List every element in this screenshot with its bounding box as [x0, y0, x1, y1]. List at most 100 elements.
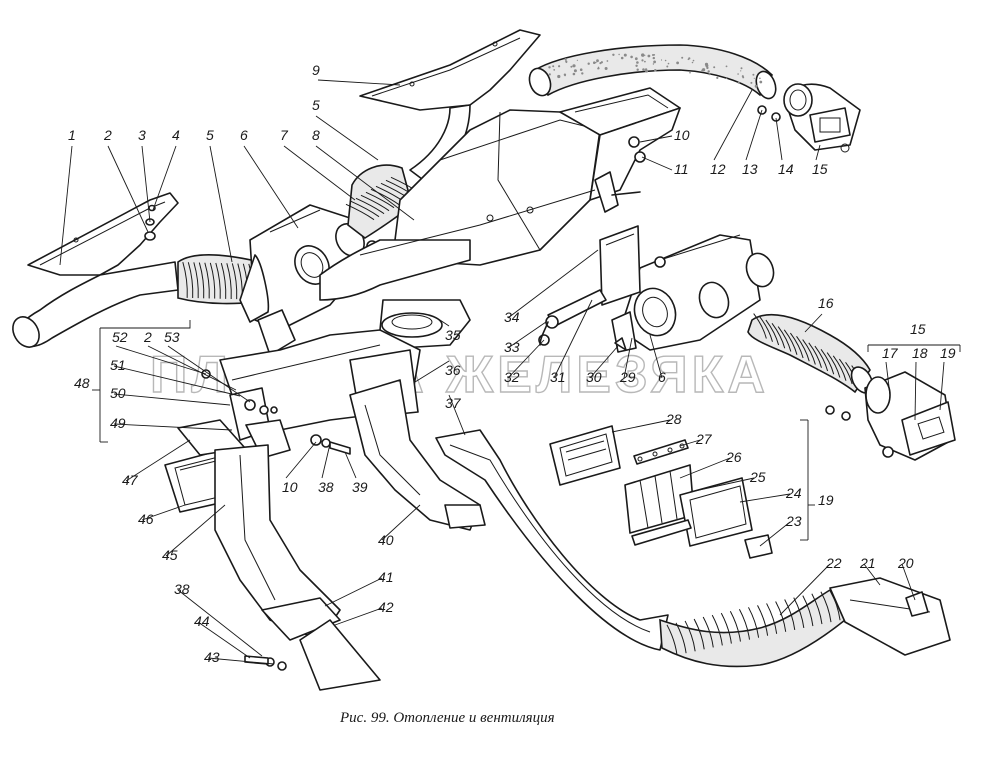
hose-rib — [215, 262, 221, 299]
callout-26: 26 — [725, 449, 742, 465]
part-rear-floor-duct — [435, 429, 951, 668]
leader-line — [507, 249, 599, 319]
callout-3: 3 — [138, 127, 146, 143]
figure-caption: Рис. 99. Отопление и вентиляция — [339, 710, 555, 726]
insulation-speck — [691, 61, 694, 64]
callout-15: 15 — [812, 161, 828, 177]
insulation-speck — [642, 68, 645, 71]
leader-line — [713, 89, 753, 161]
insulation-speck — [630, 55, 633, 59]
leader-line — [863, 563, 881, 586]
leader-line — [152, 145, 177, 211]
insulation-speck — [740, 70, 742, 72]
leader-line — [939, 361, 945, 411]
hose-rib — [775, 601, 787, 632]
hose-rib — [766, 603, 778, 634]
callout-11: 11 — [674, 161, 689, 177]
leader-line — [321, 443, 331, 479]
leader-line — [775, 117, 783, 161]
insulation-speck — [557, 74, 561, 79]
insulation-speck — [606, 60, 609, 62]
insulation-speck — [742, 76, 745, 79]
callout-33: 33 — [504, 339, 520, 355]
hose-rib — [826, 352, 841, 378]
insulation-speck — [548, 66, 551, 69]
insulation-speck — [645, 69, 649, 73]
leader-line — [285, 441, 317, 479]
hose-rib — [226, 263, 232, 300]
callout-22: 22 — [825, 555, 842, 571]
leader-line — [334, 607, 383, 626]
leader-line — [315, 115, 379, 161]
hose-rib — [220, 262, 227, 299]
insulation-speck — [705, 64, 709, 68]
insulation-speck — [587, 62, 590, 65]
insulation-speck — [579, 68, 583, 71]
insulation-speck — [660, 59, 663, 61]
insulation-speck — [664, 59, 667, 62]
insulation-speck — [687, 58, 690, 61]
insulation-speck — [707, 70, 710, 73]
leader-line — [207, 657, 275, 665]
insulation-speck — [564, 74, 566, 77]
hose-rib — [720, 612, 732, 644]
leader-line — [315, 145, 415, 221]
hose-rib — [783, 329, 798, 355]
hose-rib — [198, 262, 205, 299]
hose-rib — [370, 188, 400, 206]
callout-24: 24 — [785, 485, 802, 501]
hose-rib — [193, 262, 199, 299]
part-center-floor-duct — [349, 379, 486, 531]
part-right-insulated-pipe — [528, 44, 777, 100]
leader-line — [679, 439, 701, 447]
leader-line — [759, 521, 791, 547]
callout-23: 23 — [785, 513, 802, 529]
leader-line — [113, 393, 231, 406]
leader-line — [779, 563, 831, 616]
callout-44: 44 — [194, 613, 210, 629]
insulation-speck — [576, 59, 579, 61]
hose-rib — [360, 194, 390, 212]
insulation-speck — [653, 60, 656, 64]
insulation-speck — [652, 63, 655, 65]
part-central-windshield-nozzle — [359, 29, 541, 186]
leader-line — [414, 360, 450, 383]
hose-rib — [355, 197, 385, 215]
hose-rib — [666, 624, 678, 656]
hose-rib — [365, 191, 395, 209]
callout-51: 51 — [110, 357, 126, 373]
leader-line — [639, 135, 673, 143]
leader-line — [804, 313, 823, 333]
insulation-speck — [635, 64, 638, 68]
callout-10: 10 — [674, 127, 690, 143]
insulation-speck — [604, 67, 608, 70]
callout-35: 35 — [445, 327, 461, 343]
leader-line — [507, 339, 545, 379]
insulation-speck — [754, 84, 758, 88]
insulation-speck — [620, 56, 624, 60]
hose-rib — [753, 313, 767, 339]
callout-38: 38 — [318, 479, 334, 495]
callout-31: 31 — [550, 369, 566, 385]
callout-41: 41 — [378, 569, 394, 585]
callout-42: 42 — [378, 599, 394, 615]
insulation-speck — [641, 53, 645, 57]
callout-1: 1 — [68, 127, 76, 143]
part-heater-unit — [319, 87, 681, 358]
callout-20: 20 — [897, 555, 914, 571]
insulation-speck — [753, 77, 755, 79]
callout-49: 49 — [110, 415, 126, 431]
callout-25: 25 — [749, 469, 766, 485]
callout-45: 45 — [162, 547, 178, 563]
insulation-speck — [565, 59, 567, 61]
hose-rib — [738, 609, 750, 640]
insulation-speck — [737, 81, 740, 84]
insulation-speck — [681, 56, 684, 59]
insulation-speck — [565, 61, 568, 64]
callout-2: 2 — [103, 127, 112, 143]
insulation-speck — [553, 69, 556, 71]
insulation-speck — [636, 68, 639, 71]
insulation-speck — [652, 54, 654, 56]
insulation-speck — [725, 77, 728, 80]
